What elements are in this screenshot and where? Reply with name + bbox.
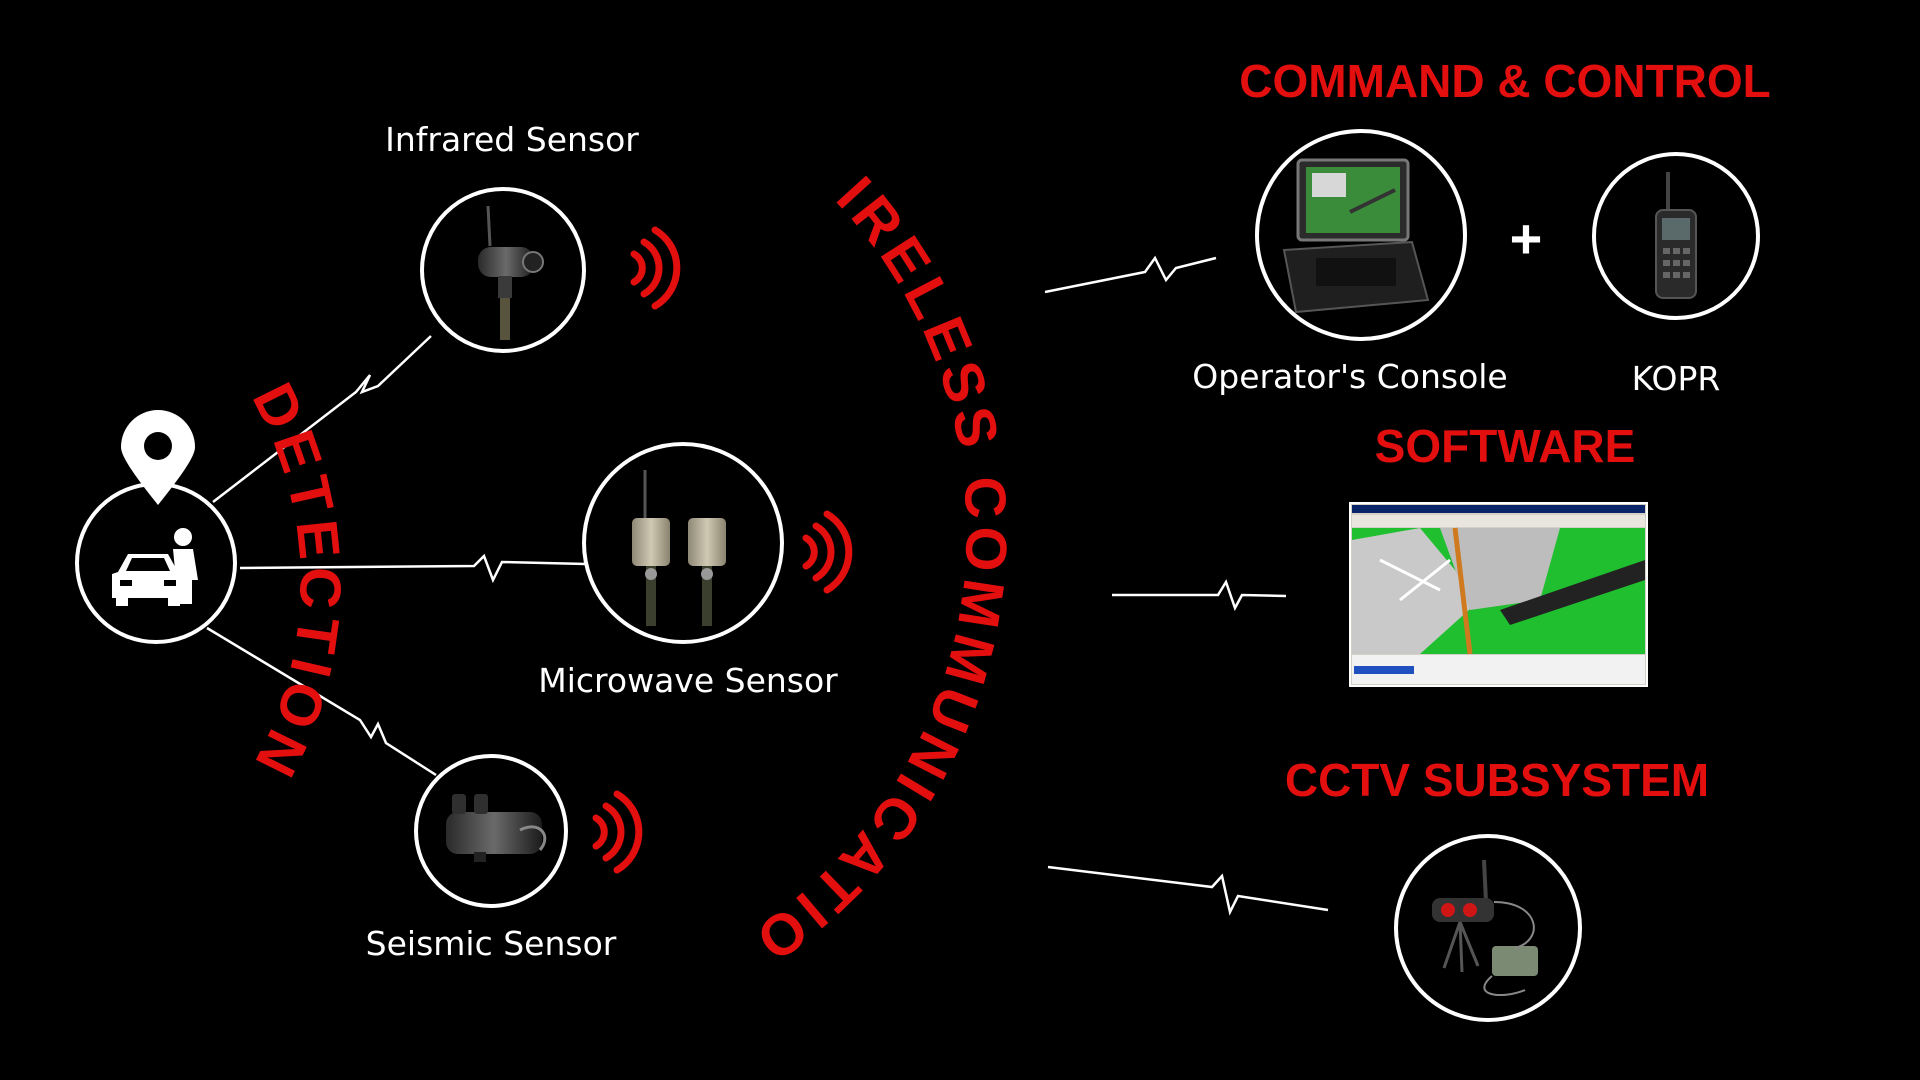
microwave-sensor-label: Microwave Sensor [538, 661, 838, 700]
seismic-sensor-photo [446, 794, 545, 862]
operators-console-photo [1284, 160, 1428, 312]
microwave-sensor-node [584, 444, 782, 642]
kopr-radio-photo [1656, 172, 1696, 298]
microwave-sensor-photo [632, 470, 726, 626]
detection-arc-label: DETECTION [240, 373, 353, 792]
infrared-sensor-label: Infrared Sensor [385, 120, 639, 159]
microwave-signal-icon [806, 514, 849, 590]
plus-sign: + [1510, 207, 1543, 270]
map-software-screenshot [1350, 503, 1647, 686]
car-and-person-icon [112, 528, 198, 606]
link-wireless-command [1045, 258, 1216, 292]
software-title: SOFTWARE [1375, 420, 1636, 472]
operators-console-node [1257, 131, 1465, 339]
infrared-sensor-photo [478, 206, 543, 340]
target-node [77, 410, 235, 642]
infrared-signal-icon [634, 230, 677, 306]
kopr-node [1594, 154, 1758, 318]
cctv-camera-photo [1432, 860, 1538, 995]
cctv-subsystem-node [1396, 836, 1580, 1020]
microwave-sensor-ring [584, 444, 782, 642]
link-wireless-cctv [1048, 867, 1328, 912]
operators-console-label: Operator's Console [1192, 357, 1507, 396]
seismic-sensor-node [416, 756, 566, 906]
cctv-subsystem-title: CCTV SUBSYSTEM [1285, 754, 1709, 806]
command-control-title: COMMAND & CONTROL [1239, 55, 1771, 107]
seismic-sensor-label: Seismic Sensor [366, 924, 617, 963]
kopr-label: KOPR [1632, 359, 1721, 398]
seismic-signal-icon [596, 794, 639, 870]
link-wireless-software [1112, 582, 1286, 608]
infrared-sensor-node [422, 189, 584, 351]
